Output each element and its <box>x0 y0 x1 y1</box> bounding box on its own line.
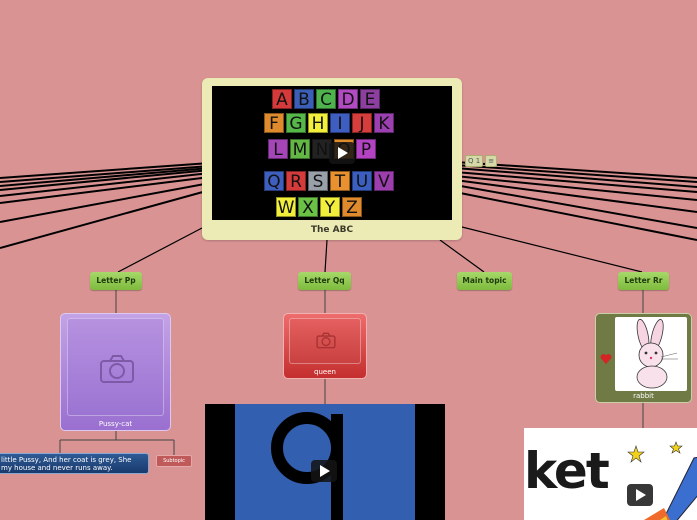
letter-tile: S <box>308 171 328 192</box>
letter-tile: L <box>268 139 288 160</box>
letter-tile: Y <box>320 197 340 218</box>
letter-tile: J <box>352 113 372 134</box>
node-toolbar: Q 1 ≡ <box>465 155 498 167</box>
play-icon[interactable] <box>311 460 337 482</box>
topic-main[interactable]: Main topic <box>457 272 512 290</box>
rocket-art <box>627 441 697 520</box>
letter-tile: K <box>374 113 394 134</box>
letter-tile: V <box>374 171 394 192</box>
letter-tile: D <box>338 89 358 110</box>
notes-icon[interactable]: ≡ <box>485 155 498 167</box>
letter-tile: F <box>264 113 284 134</box>
letter-tile: E <box>360 89 380 110</box>
zoom-badge-icon[interactable]: Q 1 <box>465 155 484 167</box>
central-topic-node[interactable]: ABCDEFGHIJKLMNOPQRSTUVWXYZ The ABC <box>202 78 462 240</box>
topic-letter-pp[interactable]: Letter Pp <box>90 272 142 290</box>
image-card-queen[interactable]: queen <box>283 313 367 379</box>
abc-video-thumbnail[interactable]: ABCDEFGHIJKLMNOPQRSTUVWXYZ <box>212 86 452 220</box>
note-pussy-rhyme[interactable]: little Pussy, And her coat is grey, She … <box>0 453 149 474</box>
camera-icon <box>316 332 336 349</box>
letter-q-video[interactable] <box>205 404 445 520</box>
heart-icon <box>600 354 612 364</box>
letter-tile: W <box>276 197 296 218</box>
letter-tile: N <box>312 139 332 160</box>
card-caption: rabbit <box>633 392 654 400</box>
topic-letter-qq[interactable]: Letter Qq <box>298 272 351 290</box>
camera-icon <box>100 355 134 383</box>
rocket-word: ket <box>524 442 610 500</box>
note-line: my house and never runs away. <box>1 464 113 472</box>
star-icon <box>669 441 683 454</box>
letter-tile: I <box>330 113 350 134</box>
central-topic-title: The ABC <box>310 225 354 235</box>
letter-tile: C <box>316 89 336 110</box>
letter-tile: Q <box>264 171 284 192</box>
card-caption: queen <box>314 368 336 376</box>
image-placeholder <box>67 318 164 416</box>
letter-tile: M <box>290 139 310 160</box>
star-icon <box>627 445 645 463</box>
letter-tile: G <box>286 113 306 134</box>
topic-letter-rr[interactable]: Letter Rr <box>618 272 669 290</box>
letter-tile: T <box>330 171 350 192</box>
rabbit-illustration <box>636 318 678 389</box>
image-card-rabbit[interactable]: rabbit <box>595 313 692 403</box>
subtopic-label[interactable]: Subtopic <box>156 455 192 467</box>
letter-tile: Z <box>342 197 362 218</box>
letter-tile: R <box>286 171 306 192</box>
image-placeholder <box>289 318 361 364</box>
rocket-video[interactable]: ket <box>524 428 697 520</box>
card-caption: Pussy-cat <box>98 420 133 428</box>
letter-tile: H <box>308 113 328 134</box>
letter-q-glyph <box>271 412 343 520</box>
letter-tile: P <box>356 139 376 160</box>
letter-tile: X <box>298 197 318 218</box>
letter-tile: U <box>352 171 372 192</box>
play-icon[interactable] <box>329 142 355 164</box>
image-card-pussy-cat[interactable]: Pussy-cat <box>60 313 171 431</box>
letter-tile: B <box>294 89 314 110</box>
rabbit-image <box>615 317 687 391</box>
letter-tile: A <box>272 89 292 110</box>
play-icon[interactable] <box>627 484 653 506</box>
note-line: little Pussy, And her coat is grey, She <box>1 456 132 464</box>
